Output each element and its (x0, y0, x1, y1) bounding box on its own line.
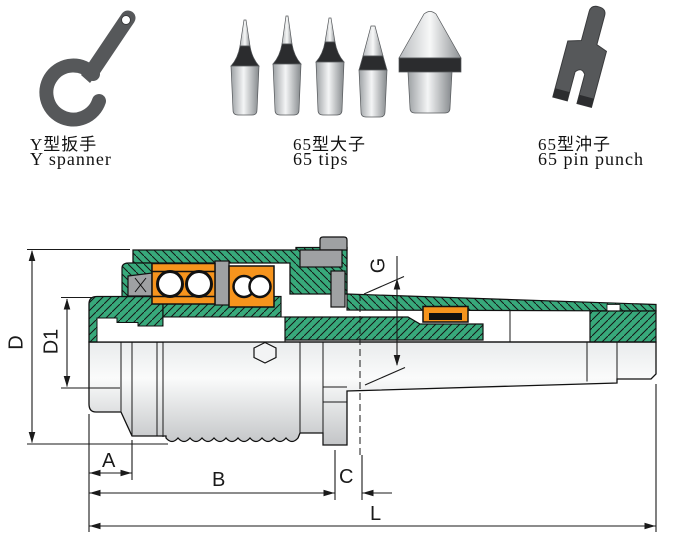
dimension-arrows (28, 250, 656, 530)
dim-label-d: D (5, 335, 28, 350)
pin-punch-figure (552, 5, 608, 108)
dim-label-d1: D1 (40, 328, 63, 355)
tips-label-zh: 65型大子 (293, 135, 366, 154)
punch-label-zh: 65型沖子 (538, 135, 611, 154)
dim-label-l: L (370, 503, 382, 525)
body-exterior (88, 341, 657, 446)
spanner-label-en: Y spanner (30, 149, 112, 169)
thrust-bearing (228, 265, 275, 308)
ball-bearing (151, 262, 216, 305)
hex-screw (253, 341, 277, 364)
nut-section (589, 310, 657, 343)
spindle-tail-section (284, 316, 484, 341)
dim-label-a: A (102, 450, 116, 472)
live-center-section-drawing (27, 236, 657, 532)
tips-figure (230, 11, 462, 118)
y-spanner-figure (39, 10, 136, 127)
tips-label-en: 65 tips (293, 149, 349, 169)
plug-boss (299, 249, 343, 268)
punch-label-en: 65 pin punch (538, 149, 644, 169)
spanner-label-zh: Y型扳手 (30, 135, 98, 154)
shank-key (422, 305, 469, 323)
dim-label-b: B (212, 469, 226, 491)
dim-label-g: G (367, 257, 390, 274)
rear-wall (330, 270, 346, 308)
grease-plug (319, 236, 348, 251)
dim-label-c: C (339, 466, 354, 488)
bearing-spacer (214, 260, 230, 306)
